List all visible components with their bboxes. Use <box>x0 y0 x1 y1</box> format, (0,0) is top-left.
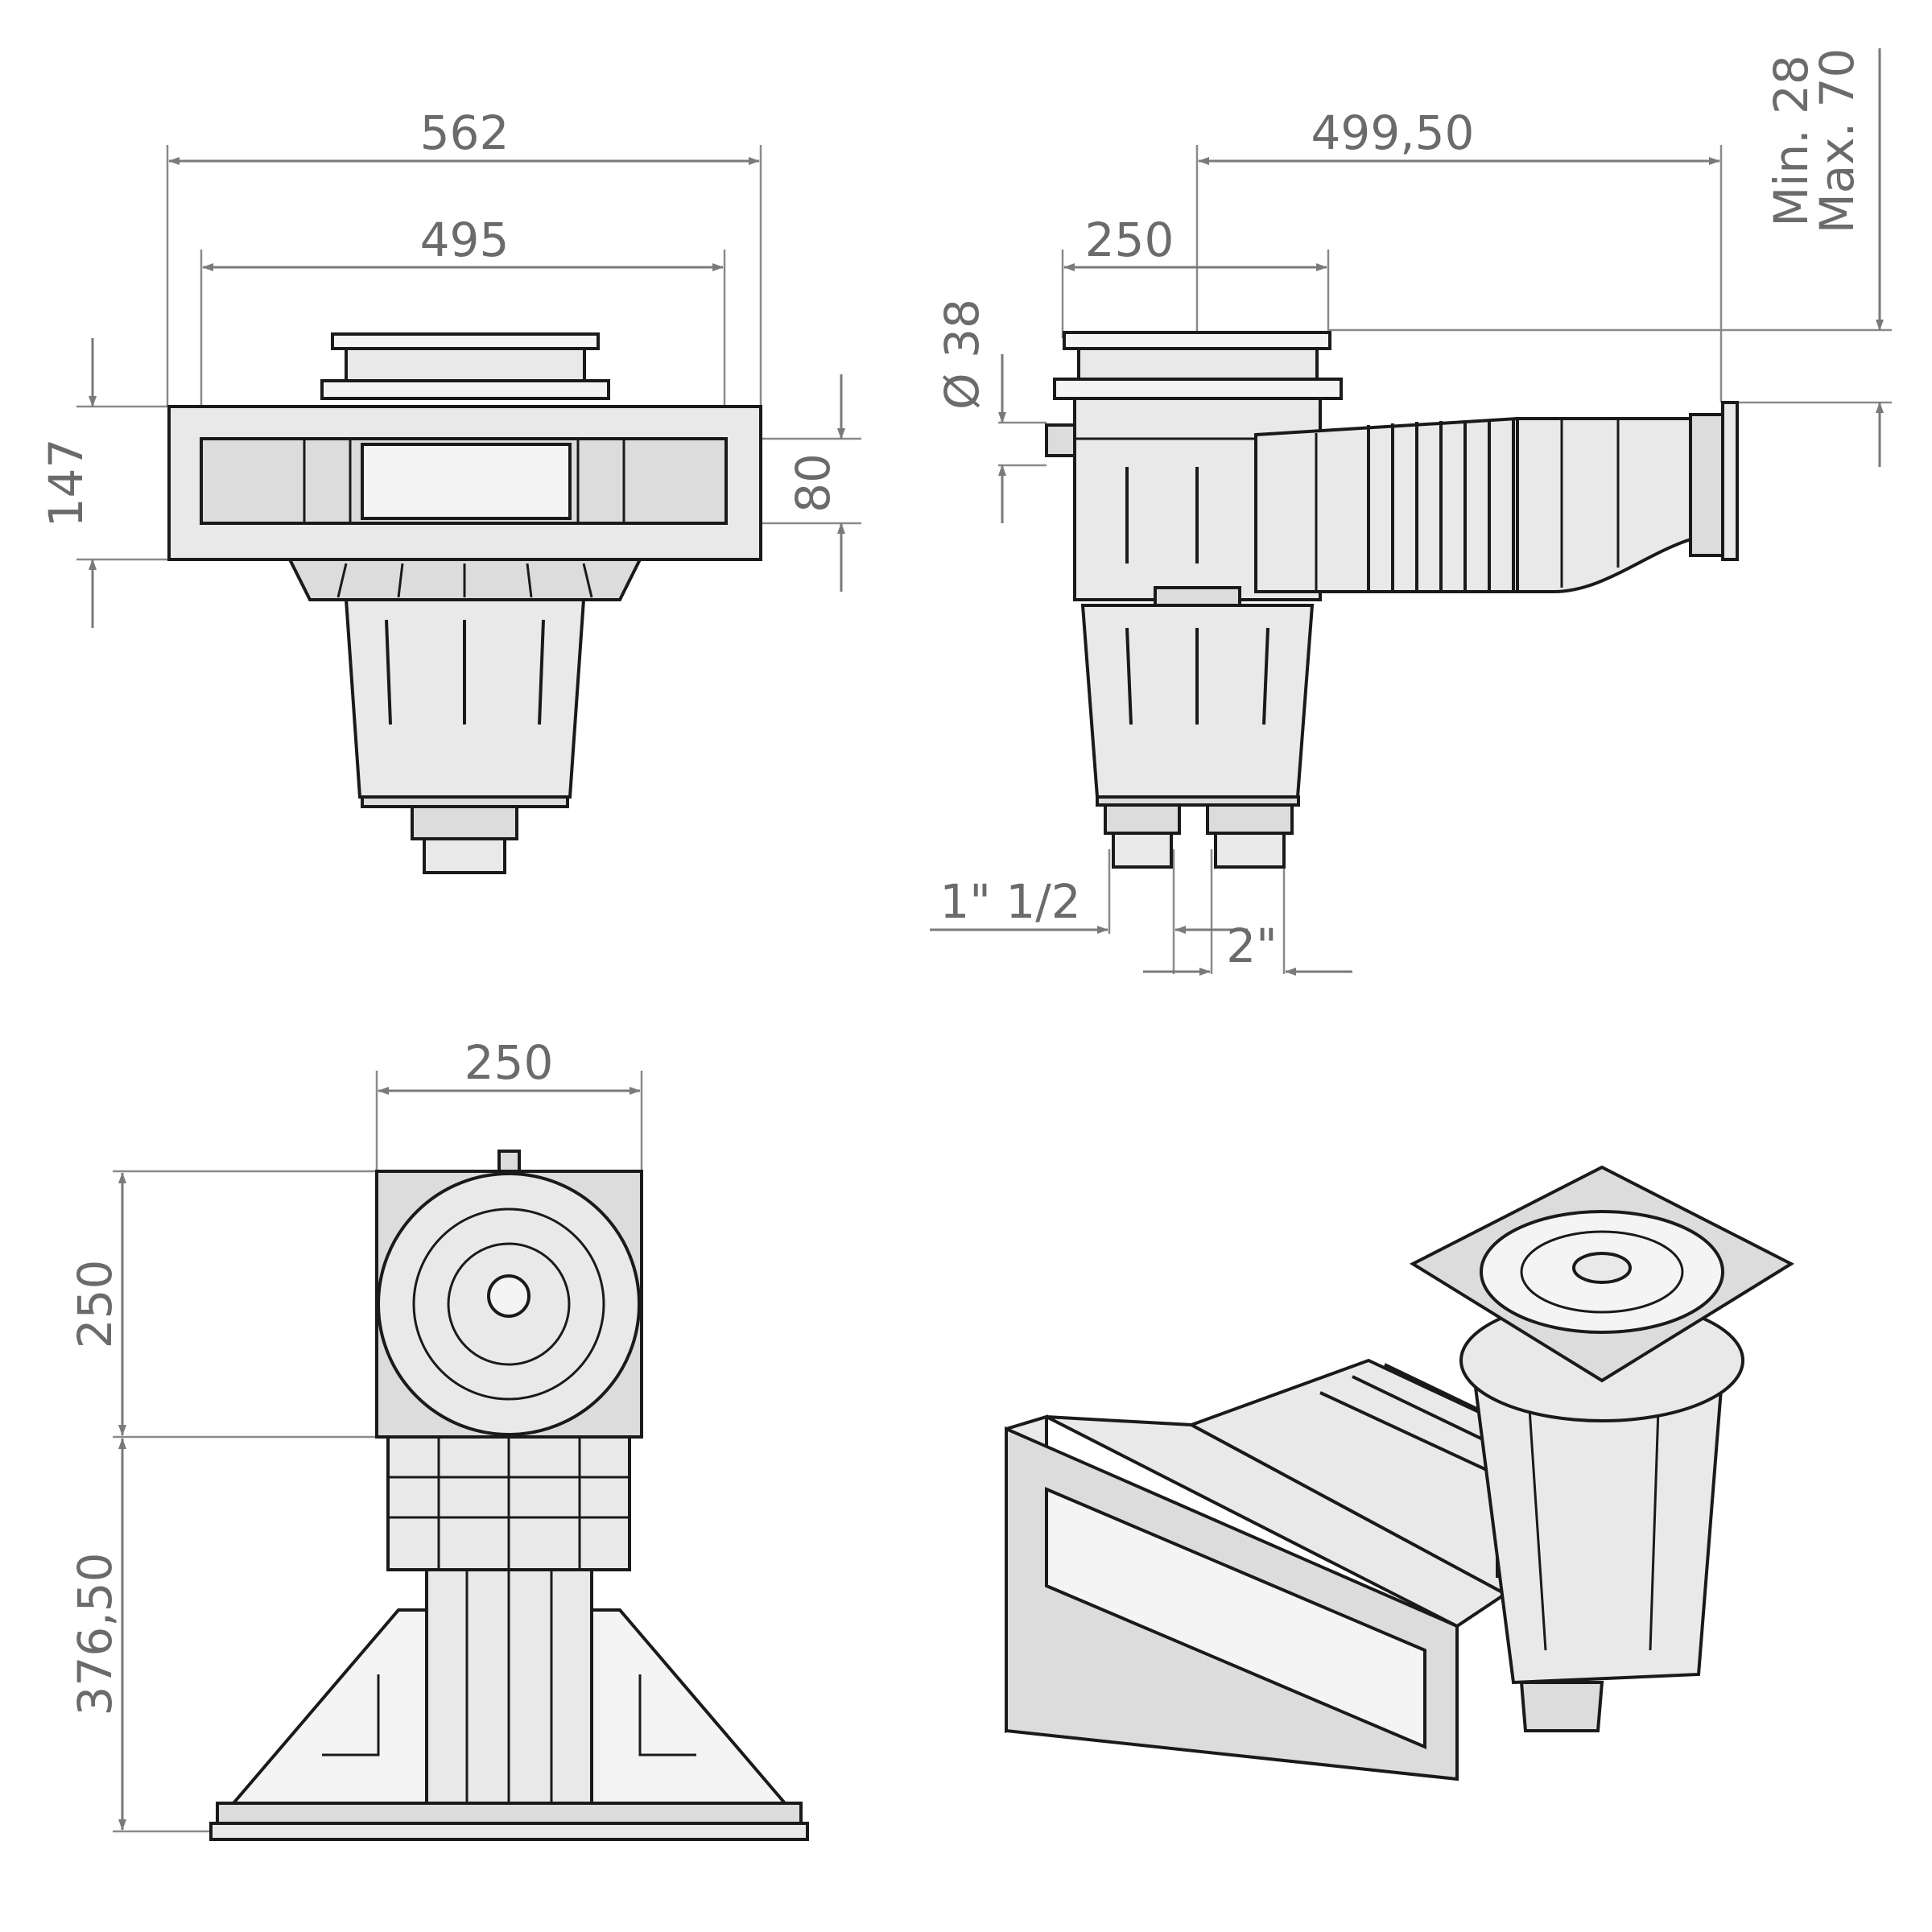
front-view: 562 495 147 80 <box>39 105 861 874</box>
dim-side-body-width: 250 <box>1085 213 1174 267</box>
dim-front-width-total: 562 <box>420 105 510 160</box>
dim-side-length: 499,50 <box>1311 105 1475 160</box>
dim-front-height-mouth: 80 <box>786 453 840 513</box>
side-view: 499,50 250 Min. 28 Max. 70 Ø 38 1" 1/2 2… <box>930 48 1892 976</box>
dim-top-throat-depth: 376,50 <box>68 1553 122 1716</box>
dim-side-outlet-small: 1" 1/2 <box>939 874 1080 929</box>
dim-front-width-inner: 495 <box>420 213 510 267</box>
throat-ribs <box>1367 419 1515 592</box>
dim-top-body-depth: 250 <box>68 1260 122 1349</box>
top-view: 250 250 376,50 <box>68 1035 809 1841</box>
dim-side-diameter: Ø 38 <box>935 299 989 410</box>
dim-side-outlet-large: 2" <box>1226 919 1278 973</box>
isometric-view <box>1005 1165 1795 1781</box>
dim-front-height-total: 147 <box>39 439 93 528</box>
dim-side-min: Min. 28 <box>1764 55 1818 227</box>
dim-top-width: 250 <box>464 1035 554 1090</box>
dim-side-max: Max. 70 <box>1810 48 1864 234</box>
